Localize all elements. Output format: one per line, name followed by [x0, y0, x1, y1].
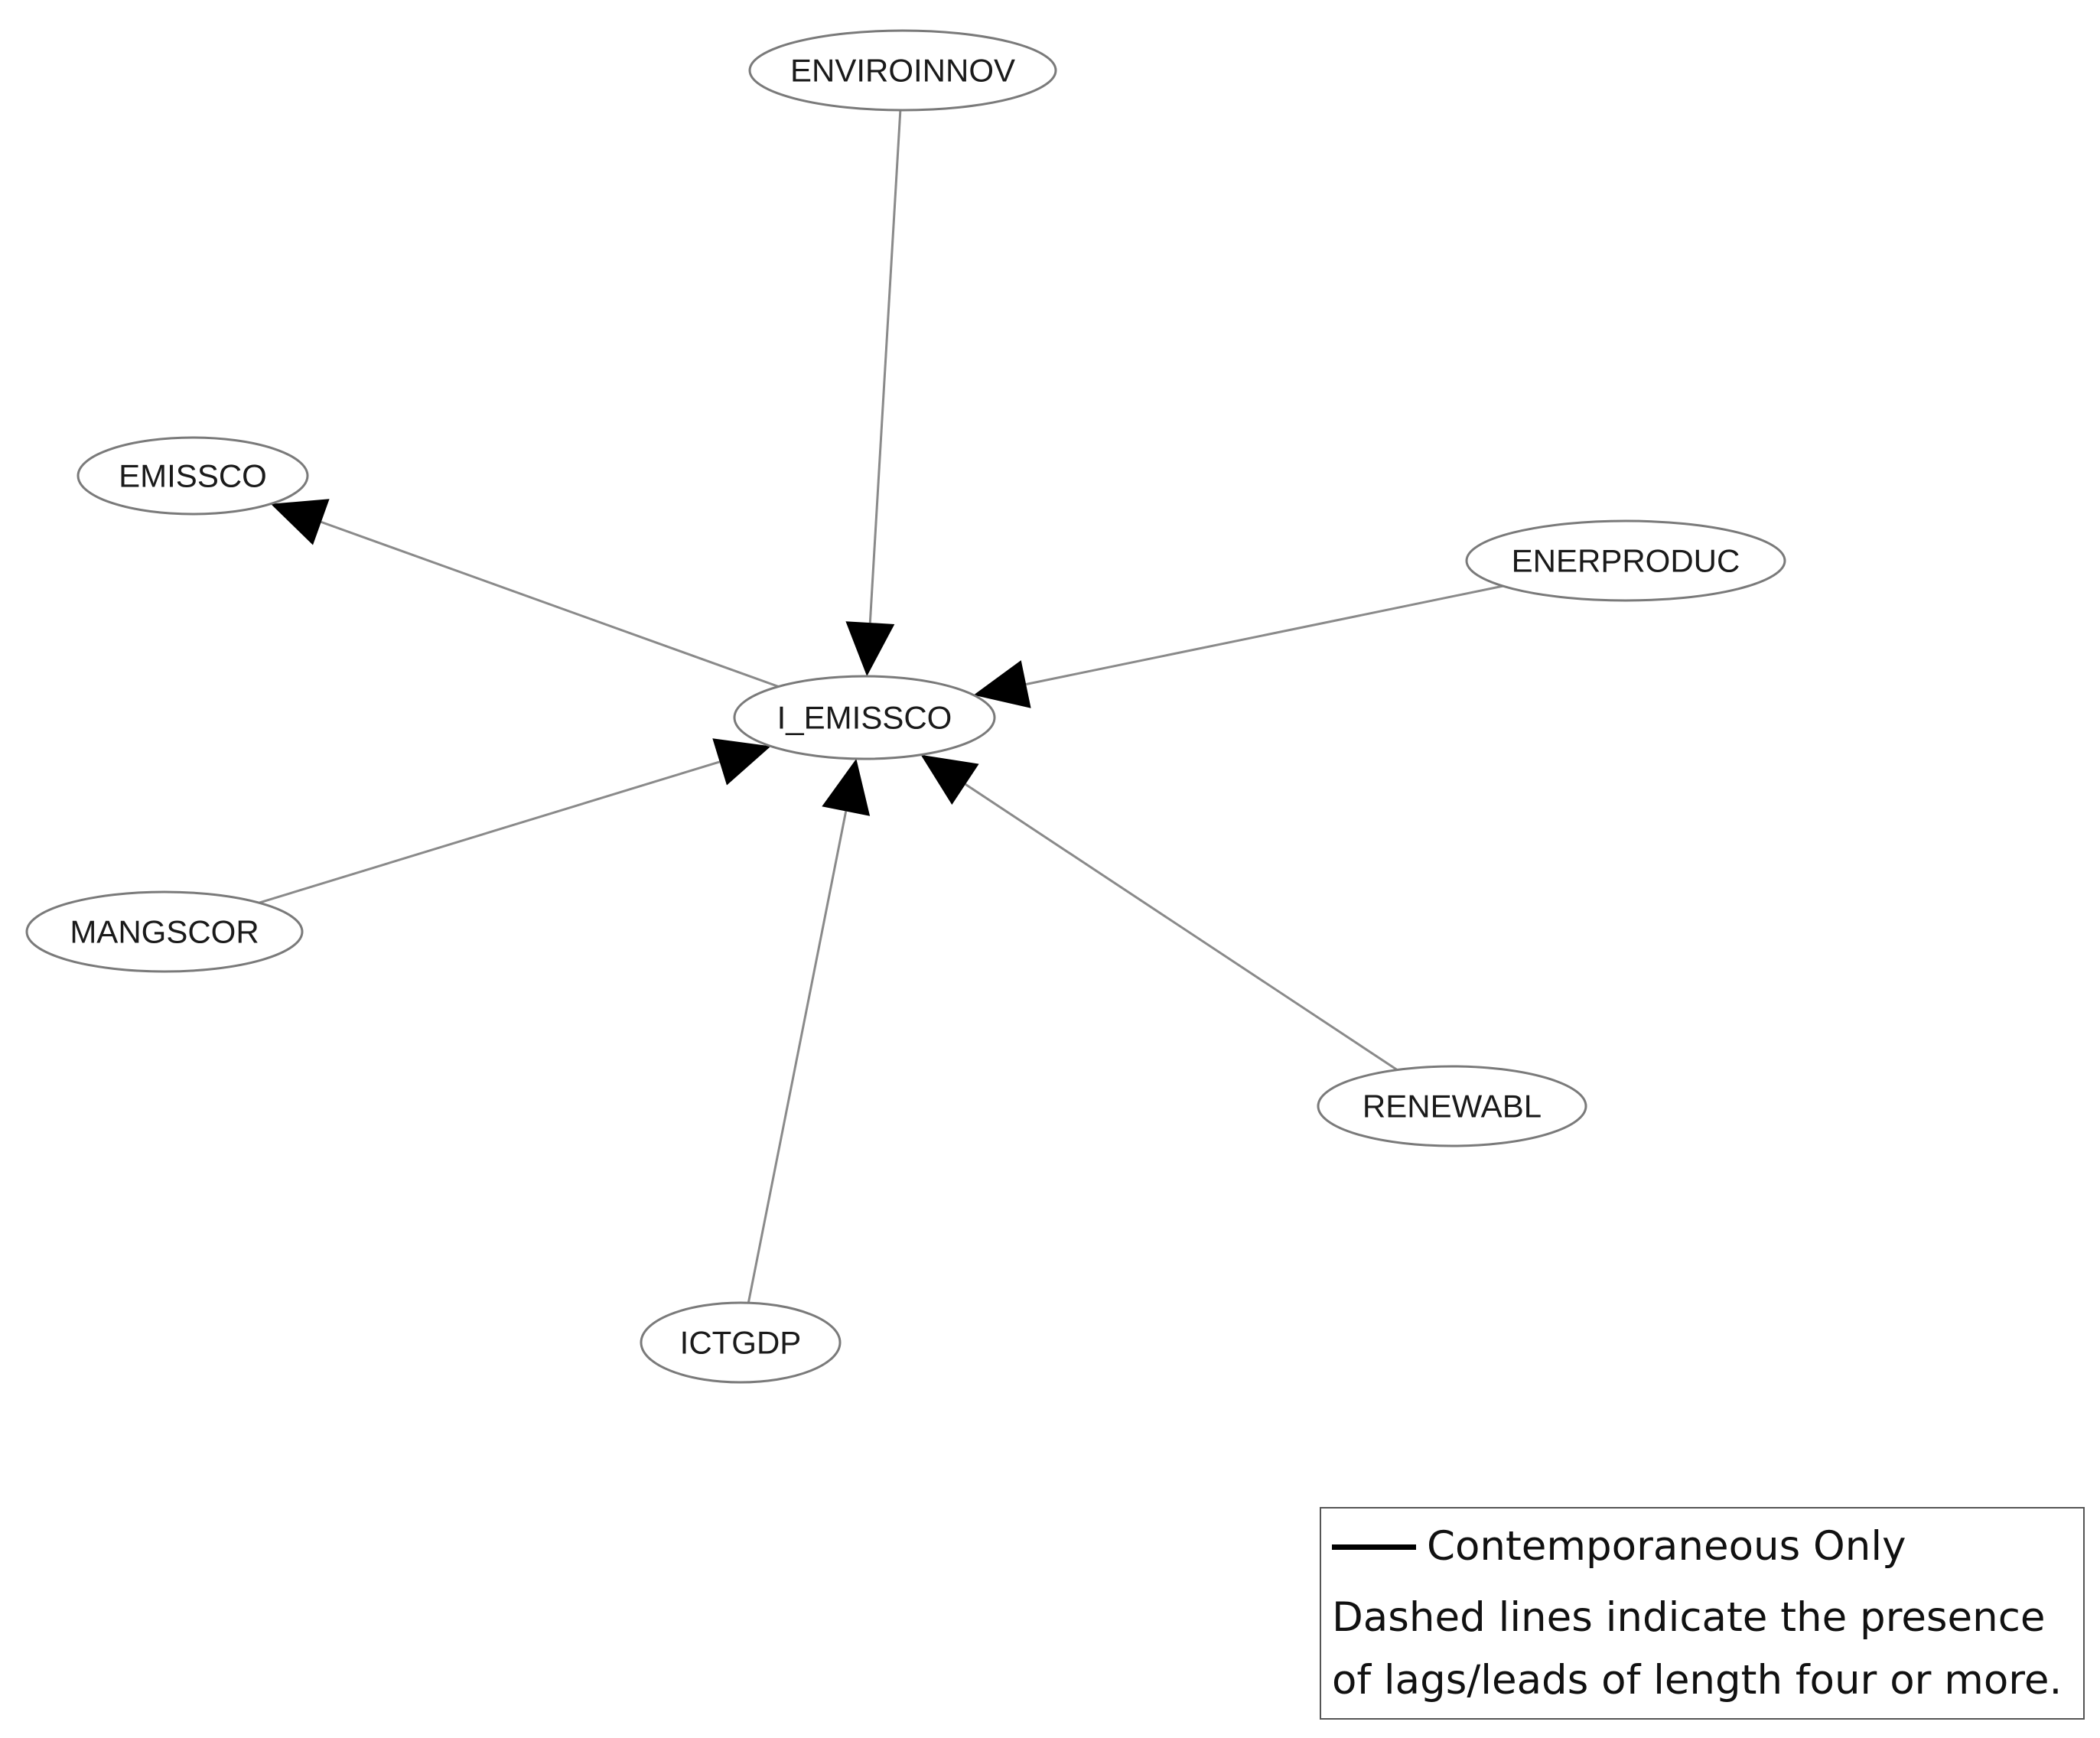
edge-mangscor-to-i_emissco	[259, 760, 721, 904]
edge-i_emissco-to-emissco	[321, 520, 780, 688]
node-renewabl[interactable]: RENEWABL	[1317, 1065, 1587, 1147]
node-label-mangscor: MANGSCOR	[70, 914, 259, 950]
node-label-enerproduc: ENERPRODUC	[1512, 543, 1740, 579]
edge-renewabl-to-i_emissco	[965, 783, 1398, 1071]
node-label-enviroinnov: ENVIROINNOV	[790, 53, 1015, 89]
arrowhead-enerproduc-to-i_emissco	[973, 660, 1031, 708]
node-emissco[interactable]: EMISSCO	[77, 436, 309, 516]
arrowhead-renewabl-to-i_emissco	[920, 754, 979, 805]
legend-note-line-1: Dashed lines indicate the presence	[1332, 1594, 2046, 1641]
node-label-renewabl: RENEWABL	[1363, 1089, 1542, 1124]
legend-solid-row: Contemporaneous Only	[1332, 1522, 1906, 1571]
node-label-emissco: EMISSCO	[119, 458, 267, 494]
arrowhead-ictgdp-to-i_emissco	[822, 758, 871, 816]
legend-note-line-2: of lags/leads of length four or more.	[1332, 1657, 2063, 1704]
node-mangscor[interactable]: MANGSCOR	[25, 890, 304, 973]
legend-box: Contemporaneous Only Dashed lines indica…	[1320, 1507, 2085, 1720]
legend-solid-label: Contemporaneous Only	[1427, 1523, 1906, 1570]
legend-note: Dashed lines indicate the presence of la…	[1332, 1587, 2082, 1712]
arrowhead-i_emissco-to-emissco	[270, 499, 330, 545]
arrowhead-mangscor-to-i_emissco	[712, 738, 771, 786]
node-label-i-emissco: I_EMISSCO	[777, 700, 952, 736]
edges-layer	[259, 109, 1503, 1304]
node-label-ictgdp: ICTGDP	[680, 1325, 802, 1361]
edge-enerproduc-to-i_emissco	[1025, 584, 1503, 685]
edge-enviroinnov-to-i_emissco	[868, 109, 902, 623]
arrowhead-enviroinnov-to-i_emissco	[845, 621, 895, 676]
node-ictgdp[interactable]: ICTGDP	[640, 1301, 842, 1384]
nodes-layer: ENVIROINNOV EMISSCO ENERPRODUC I_EMISSCO…	[25, 29, 1786, 1384]
node-enerproduc[interactable]: ENERPRODUC	[1465, 519, 1786, 602]
node-i-emissco[interactable]: I_EMISSCO	[733, 675, 996, 760]
edge-ictgdp-to-i_emissco	[747, 811, 848, 1304]
node-enviroinnov[interactable]: ENVIROINNOV	[748, 29, 1057, 112]
legend-solid-line-swatch	[1332, 1544, 1416, 1550]
